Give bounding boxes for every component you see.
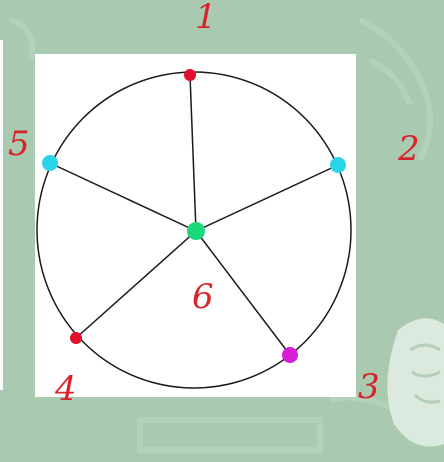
lion-seal-icon xyxy=(387,318,444,447)
node-5 xyxy=(42,155,58,171)
node-label-1: 1 xyxy=(195,0,217,37)
node-labels: 1 2 3 4 5 6 xyxy=(8,0,420,409)
edge-6-3 xyxy=(195,230,291,356)
node-label-3: 3 xyxy=(358,367,380,407)
node-3 xyxy=(282,347,298,363)
edge-6-2 xyxy=(195,164,339,232)
node-label-4: 4 xyxy=(54,369,77,409)
edges xyxy=(49,74,339,356)
left-panel-edge xyxy=(0,40,3,390)
edge-6-5 xyxy=(49,162,197,232)
node-4 xyxy=(70,332,82,344)
node-label-5: 5 xyxy=(8,124,30,164)
node-6 xyxy=(187,222,205,240)
edge-6-1 xyxy=(189,74,197,232)
node-label-2: 2 xyxy=(397,129,420,169)
nodes xyxy=(42,69,346,363)
node-1 xyxy=(184,69,196,81)
node-label-6: 6 xyxy=(192,277,214,317)
node-2 xyxy=(330,157,346,173)
edge-6-4 xyxy=(75,230,197,339)
